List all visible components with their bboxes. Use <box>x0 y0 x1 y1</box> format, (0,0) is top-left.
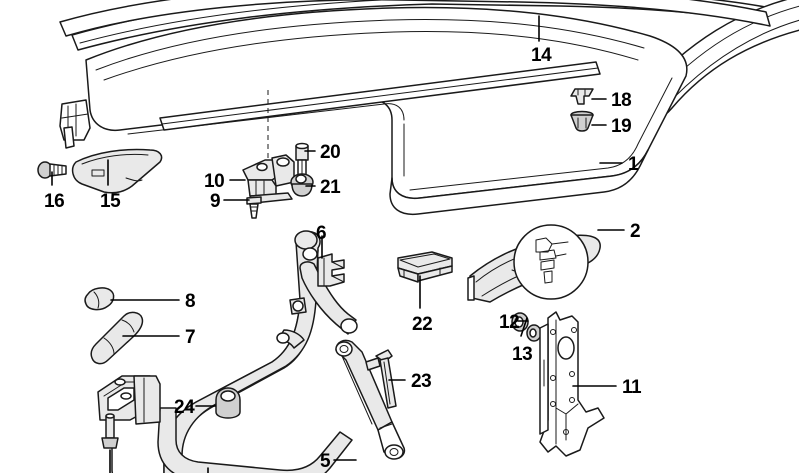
part-18-clip <box>570 88 594 105</box>
part-22-cover-cap <box>397 251 453 283</box>
callout-number-10: 10 <box>204 171 225 192</box>
callout-number-13: 13 <box>512 344 533 365</box>
part-6-retaining-clip <box>317 253 345 287</box>
part-21-rubber-buffer <box>290 173 314 197</box>
detail-magnifier-circle <box>513 224 589 300</box>
callout-number-16: 16 <box>44 191 65 212</box>
callout-number-2: 2 <box>630 221 641 242</box>
lower-hinge-block <box>97 375 161 425</box>
leader-line-13 <box>520 317 528 337</box>
part-9-screw <box>246 196 262 219</box>
callout-number-14: 14 <box>531 45 552 66</box>
callout-number-12: 12 <box>499 312 520 333</box>
part-23-pin <box>365 349 397 409</box>
part-19-plug <box>570 110 594 132</box>
callout-number-22: 22 <box>412 314 433 335</box>
part-8-pad <box>84 287 115 311</box>
frame-rail-end-cap <box>59 99 91 149</box>
part-13-grommet <box>526 324 542 342</box>
part-15-grab-handle <box>71 148 163 194</box>
part-1-rear-window-frame <box>85 6 688 200</box>
callout-number-18: 18 <box>611 90 632 111</box>
callout-number-8: 8 <box>185 291 196 312</box>
part-16-screw <box>37 161 67 179</box>
part-20-bolt <box>295 142 309 176</box>
part-1-front-lip <box>389 149 649 216</box>
callout-number-19: 19 <box>611 116 632 137</box>
callout-number-11: 11 <box>622 377 642 398</box>
roll-hoop-tube <box>163 230 358 473</box>
part-11-mounting-bracket <box>539 311 605 457</box>
part-5-gas-strut <box>335 339 406 460</box>
part-1-inner-lip <box>159 61 601 131</box>
callout-number-1: 1 <box>628 154 639 175</box>
callout-number-9: 9 <box>210 191 221 212</box>
part-1-middle-band <box>59 0 771 37</box>
lower-tube-sweep <box>111 407 353 473</box>
callout-number-20: 20 <box>320 142 341 163</box>
callout-number-6: 6 <box>316 223 327 244</box>
callout-number-23: 23 <box>411 371 432 392</box>
callout-number-5: 5 <box>320 451 331 472</box>
callout-number-21: 21 <box>320 177 341 198</box>
lower-hinge-screw <box>101 413 119 473</box>
callout-number-7: 7 <box>185 327 196 348</box>
callout-leader-lines <box>51 15 625 461</box>
callout-number-15: 15 <box>100 191 121 212</box>
callout-number-24: 24 <box>174 397 195 418</box>
part-24-stop-buffer <box>215 387 241 419</box>
